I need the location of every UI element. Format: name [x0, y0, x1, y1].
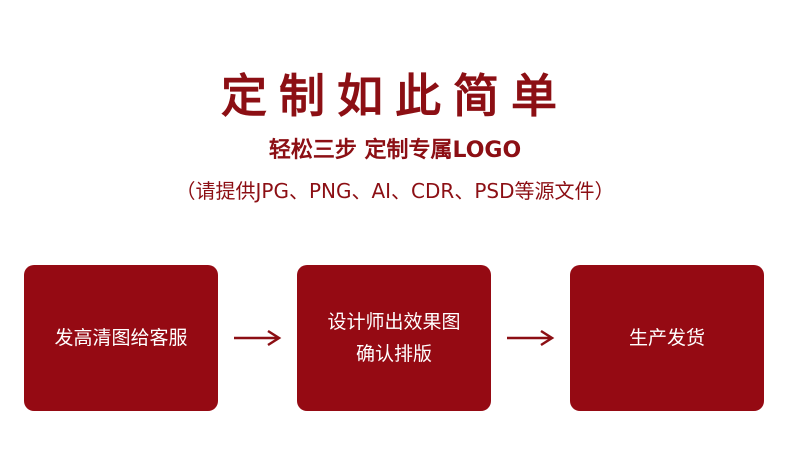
step-2-label-line-2: 确认排版 — [355, 343, 432, 365]
step-3-label: 生产发货 — [628, 327, 705, 349]
step-2-box: 设计师出效果图 确认排版 — [297, 265, 491, 411]
arrow-right-icon — [234, 329, 282, 347]
page-subtitle: 轻松三步 定制专属LOGO — [268, 138, 522, 163]
step-3-box: 生产发货 — [570, 265, 764, 411]
step-1-label: 发高清图给客服 — [54, 327, 188, 349]
file-format-note: （请提供JPG、PNG、AI、CDR、PSD等源文件） — [175, 179, 615, 203]
step-2-label-line-1: 设计师出效果图 — [327, 311, 461, 333]
arrow-right-icon — [507, 329, 555, 347]
step-1-box: 发高清图给客服 — [24, 265, 218, 411]
page-title: 定制如此简单 — [221, 69, 569, 123]
